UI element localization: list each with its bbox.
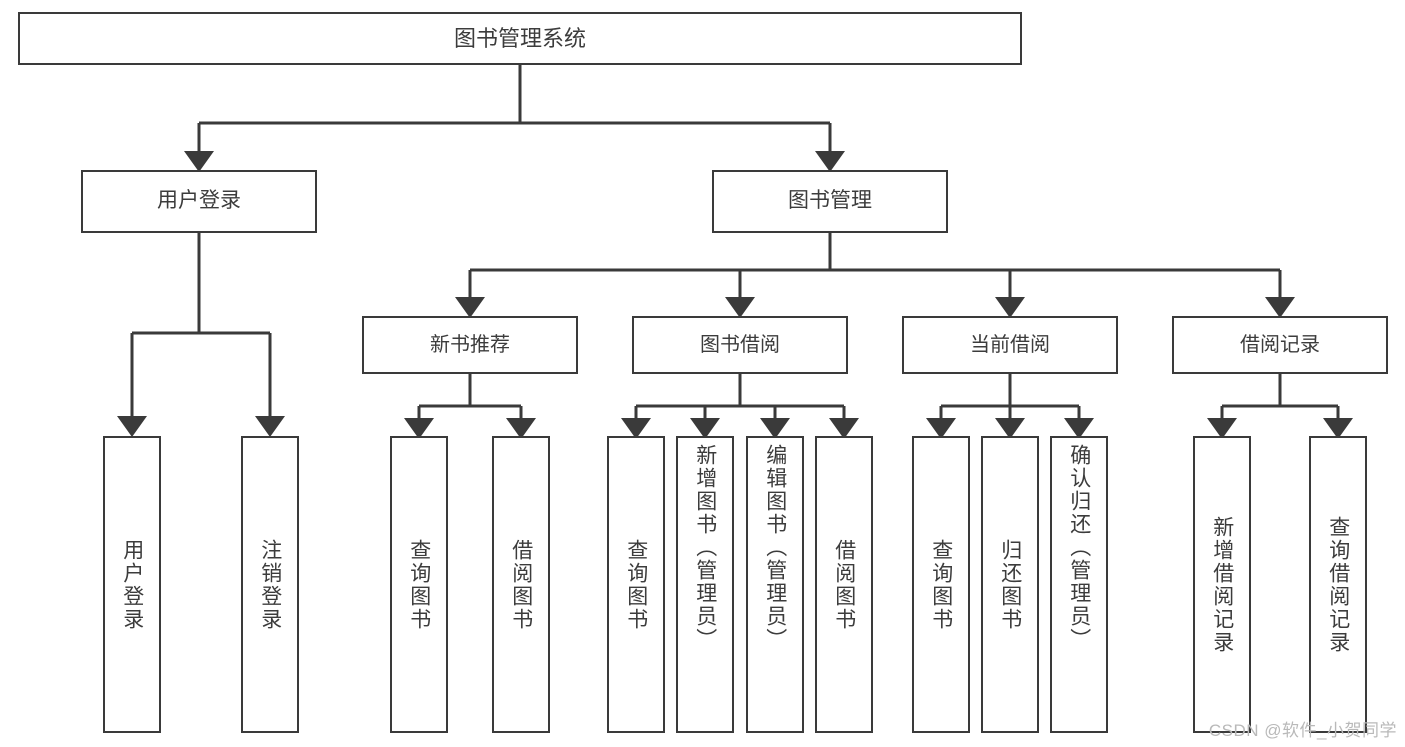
node-label: 新书推荐 — [430, 333, 510, 356]
leaf-label: 查询图书 — [929, 538, 953, 631]
node-label: 当前借阅 — [970, 333, 1050, 356]
node-user-login[interactable]: 用户登录 — [81, 170, 317, 233]
leaf-label: 注销登录 — [258, 538, 282, 631]
leaf-add-borrow-record[interactable]: 新增借阅记录 — [1193, 436, 1251, 733]
leaf-label: 新增借阅记录 — [1210, 515, 1234, 654]
leaf-label: 查询图书 — [624, 538, 648, 631]
leaf-return-book[interactable]: 归还图书 — [981, 436, 1039, 733]
leaf-add-book-admin[interactable]: 新增图书（管理员） — [676, 436, 734, 733]
leaf-edit-book-admin[interactable]: 编辑图书（管理员） — [746, 436, 804, 733]
node-root-book-management-system[interactable]: 图书管理系统 — [18, 12, 1022, 65]
leaf-label: 归还图书 — [998, 538, 1022, 631]
node-current-borrow[interactable]: 当前借阅 — [902, 316, 1118, 374]
leaf-logout[interactable]: 注销登录 — [241, 436, 299, 733]
watermark-text: CSDN @软件_小贺同学 — [1208, 721, 1397, 740]
node-label: 图书管理系统 — [453, 25, 586, 51]
node-label: 图书借阅 — [700, 333, 780, 356]
leaf-confirm-return-admin[interactable]: 确认归还（管理员） — [1050, 436, 1108, 733]
node-book-management[interactable]: 图书管理 — [712, 170, 948, 233]
leaf-query-book-borrow[interactable]: 查询图书 — [607, 436, 665, 733]
leaf-borrow-book-recommend[interactable]: 借阅图书 — [492, 436, 550, 733]
node-borrow-record[interactable]: 借阅记录 — [1172, 316, 1388, 374]
leaf-label: 查询借阅记录 — [1326, 515, 1350, 654]
leaf-label: 借阅图书 — [832, 538, 856, 631]
leaf-label: 确认归还（管理员） — [1067, 444, 1091, 651]
node-new-book-recommend[interactable]: 新书推荐 — [362, 316, 578, 374]
leaf-label: 用户登录 — [120, 538, 144, 631]
leaf-borrow-book[interactable]: 借阅图书 — [815, 436, 873, 733]
leaf-user-login[interactable]: 用户登录 — [103, 436, 161, 733]
node-label: 借阅记录 — [1240, 333, 1320, 356]
node-label: 图书管理 — [788, 189, 872, 213]
leaf-query-borrow-record[interactable]: 查询借阅记录 — [1309, 436, 1367, 733]
leaf-label: 查询图书 — [407, 538, 431, 631]
leaf-label: 新增图书（管理员） — [693, 444, 717, 651]
leaf-label: 借阅图书 — [509, 538, 533, 631]
node-book-borrow[interactable]: 图书借阅 — [632, 316, 848, 374]
leaf-query-book-current[interactable]: 查询图书 — [912, 436, 970, 733]
leaf-query-book-recommend[interactable]: 查询图书 — [390, 436, 448, 733]
leaf-label: 编辑图书（管理员） — [763, 444, 787, 651]
node-label: 用户登录 — [157, 189, 241, 213]
